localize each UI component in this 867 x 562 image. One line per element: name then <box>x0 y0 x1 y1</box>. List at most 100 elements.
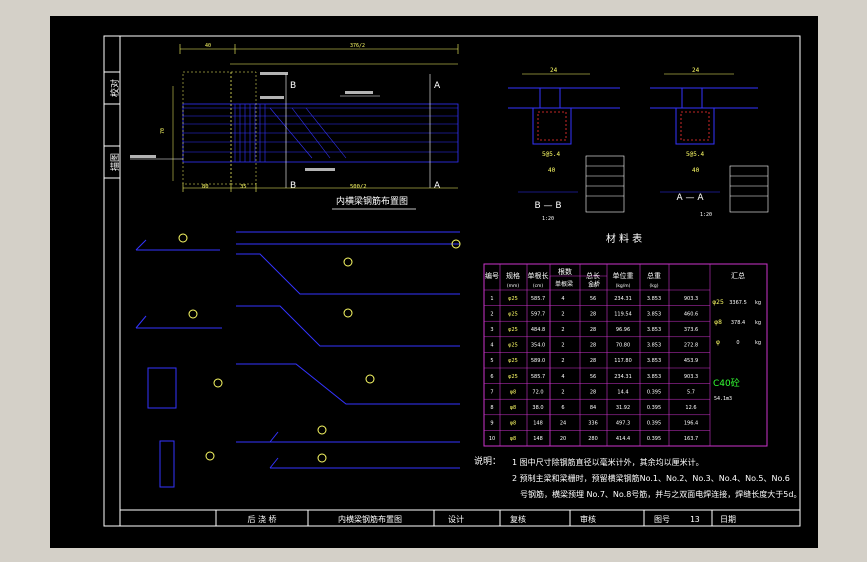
side-label-check: 校对 <box>109 79 121 97</box>
table-cell-n2: 28 <box>590 311 596 317</box>
table-cell-no: 2 <box>490 311 493 317</box>
side-label-trace: 描图 <box>109 153 121 171</box>
table-subheader-all: 全桥 <box>588 280 600 288</box>
summary-spec: φ <box>716 339 720 346</box>
bar-details <box>135 231 461 488</box>
summary-unit: kg <box>755 340 761 346</box>
drawing-canvas[interactable]: 校对 描图 40 376/2 <box>50 16 818 548</box>
table-cell-wt: 903.3 <box>684 374 698 380</box>
section-views: 24 5@5.4 40 B — B 1:20 24 5@5.4 40 A — A… <box>508 67 769 222</box>
dim-a-stirrup: 5@5.4 <box>686 151 704 158</box>
table-cell-n1: 2 <box>561 389 564 395</box>
table-cell-no: 8 <box>490 405 493 411</box>
material-table: 材 料 表 编号规格(mm)单根长(cm)根数总长(m)单位重(kg/m)总重(… <box>483 232 768 447</box>
table-unit-4: (m) <box>589 283 597 289</box>
table-cell-wt: 196.4 <box>684 421 698 427</box>
summary-value: 0 <box>736 340 739 346</box>
table-cell-n1: 2 <box>561 343 564 349</box>
table-cell-len: 354.0 <box>531 343 545 349</box>
table-cell-no: 5 <box>490 358 493 364</box>
concrete-volume: 54.1m3 <box>714 396 732 402</box>
table-cell-total: 234.31 <box>614 296 632 302</box>
tb-audit: 审核 <box>580 514 596 524</box>
table-cell-total: 497.3 <box>616 421 630 427</box>
table-header-1: 规格 <box>506 271 520 280</box>
table-cell-spec: φ8 <box>510 389 516 395</box>
table-cell-total: 31.92 <box>616 405 630 411</box>
table-cell-n1: 24 <box>560 421 566 427</box>
table-cell-no: 1 <box>490 296 493 302</box>
table-cell-wt: 12.6 <box>685 405 696 411</box>
summary-value: 3367.5 <box>729 300 747 306</box>
table-cell-unit: 0.395 <box>647 405 661 411</box>
table-cell-n2: 280 <box>588 436 598 442</box>
table-cell-len: 72.0 <box>532 389 543 395</box>
table-cell-len: 148 <box>533 421 543 427</box>
table-header-0: 编号 <box>485 271 499 280</box>
table-cell-spec: φ25 <box>508 327 518 333</box>
table-cell-wt: 163.7 <box>684 436 698 442</box>
summary-unit: kg <box>755 320 761 326</box>
table-cell-total: 96.96 <box>616 327 630 333</box>
table-cell-wt: 453.9 <box>684 358 698 364</box>
table-title: 材 料 表 <box>606 232 642 245</box>
table-cell-wt: 460.6 <box>684 311 698 317</box>
table-unit-6: (kg) <box>650 283 659 289</box>
tb-review: 复核 <box>510 514 526 524</box>
table-cell-unit: 3.853 <box>647 327 661 333</box>
dim-bottom-left: 80 <box>202 184 209 190</box>
table-header-2: 单根长 <box>528 271 549 280</box>
table-cell-spec: φ25 <box>508 374 518 380</box>
table-cell-total: 414.4 <box>616 436 630 442</box>
table-cell-unit: 3.853 <box>647 374 661 380</box>
section-a-scale: 1:20 <box>700 212 712 218</box>
table-subheader-single: 单根梁 <box>555 280 573 288</box>
table-unit-2: (cm) <box>533 283 544 289</box>
note-1: 1 图中尺寸除钢筋直径以毫米计外，其余均以厘米计。 <box>512 457 704 467</box>
table-cell-n2: 28 <box>590 358 596 364</box>
dim-top-mid: 376/2 <box>350 43 365 49</box>
table-cell-unit: 0.395 <box>647 436 661 442</box>
table-cell-unit: 0.395 <box>647 389 661 395</box>
table-cell-no: 7 <box>490 389 493 395</box>
table-cell-len: 585.7 <box>531 374 545 380</box>
table-cell-no: 4 <box>490 343 493 349</box>
concrete-grade: C40砼 <box>713 377 740 389</box>
table-cell-len: 484.8 <box>531 327 545 333</box>
table-cell-no: 3 <box>490 327 493 333</box>
table-header-5: 单位重 <box>613 271 634 280</box>
cut-b-top: B <box>290 81 296 91</box>
table-cell-no: 10 <box>489 436 495 442</box>
table-cell-total: 234.31 <box>614 374 632 380</box>
note-3: 号钢筋，横梁预埋 No.7、No.8号筋，并与之双面电焊连接，焊缝长度大于5d。 <box>520 489 801 499</box>
summary-unit: kg <box>755 300 761 306</box>
table-cell-unit: 3.853 <box>647 296 661 302</box>
notes: 说明： 1 图中尺寸除钢筋直径以毫米计外，其余均以厘米计。 2 预制主梁和梁栅时… <box>474 455 801 499</box>
tb-drawing-name: 内横梁钢筋布置图 <box>338 514 402 524</box>
table-unit-5: (kg/m) <box>616 283 631 289</box>
table-cell-no: 9 <box>490 421 493 427</box>
dim-b-top: 24 <box>550 67 558 74</box>
dim-b-bottom: 40 <box>548 167 556 174</box>
table-cell-spec: φ8 <box>510 436 516 442</box>
tb-date-label: 日期 <box>720 515 736 524</box>
table-cell-spec: φ25 <box>508 358 518 364</box>
table-cell-unit: 3.853 <box>647 358 661 364</box>
table-cell-n2: 84 <box>590 405 596 411</box>
table-cell-n2: 28 <box>590 343 596 349</box>
table-cell-len: 597.7 <box>531 311 545 317</box>
table-cell-n1: 2 <box>561 311 564 317</box>
table-cell-spec: φ8 <box>510 405 516 411</box>
dim-top-left: 40 <box>205 43 211 49</box>
table-cell-total: 14.4 <box>617 389 628 395</box>
table-cell-n1: 20 <box>560 436 566 442</box>
table-cell-n2: 336 <box>588 421 598 427</box>
cut-b-bottom: B <box>290 181 296 191</box>
tb-drawing-no: 13 <box>690 515 700 524</box>
cut-a-top: A <box>434 81 441 91</box>
table-cell-total: 70.80 <box>616 343 630 349</box>
section-b-title: B — B <box>534 201 561 211</box>
table-cell-n1: 6 <box>561 405 564 411</box>
table-cell-len: 585.7 <box>531 296 545 302</box>
cut-a-bottom: A <box>434 181 441 191</box>
